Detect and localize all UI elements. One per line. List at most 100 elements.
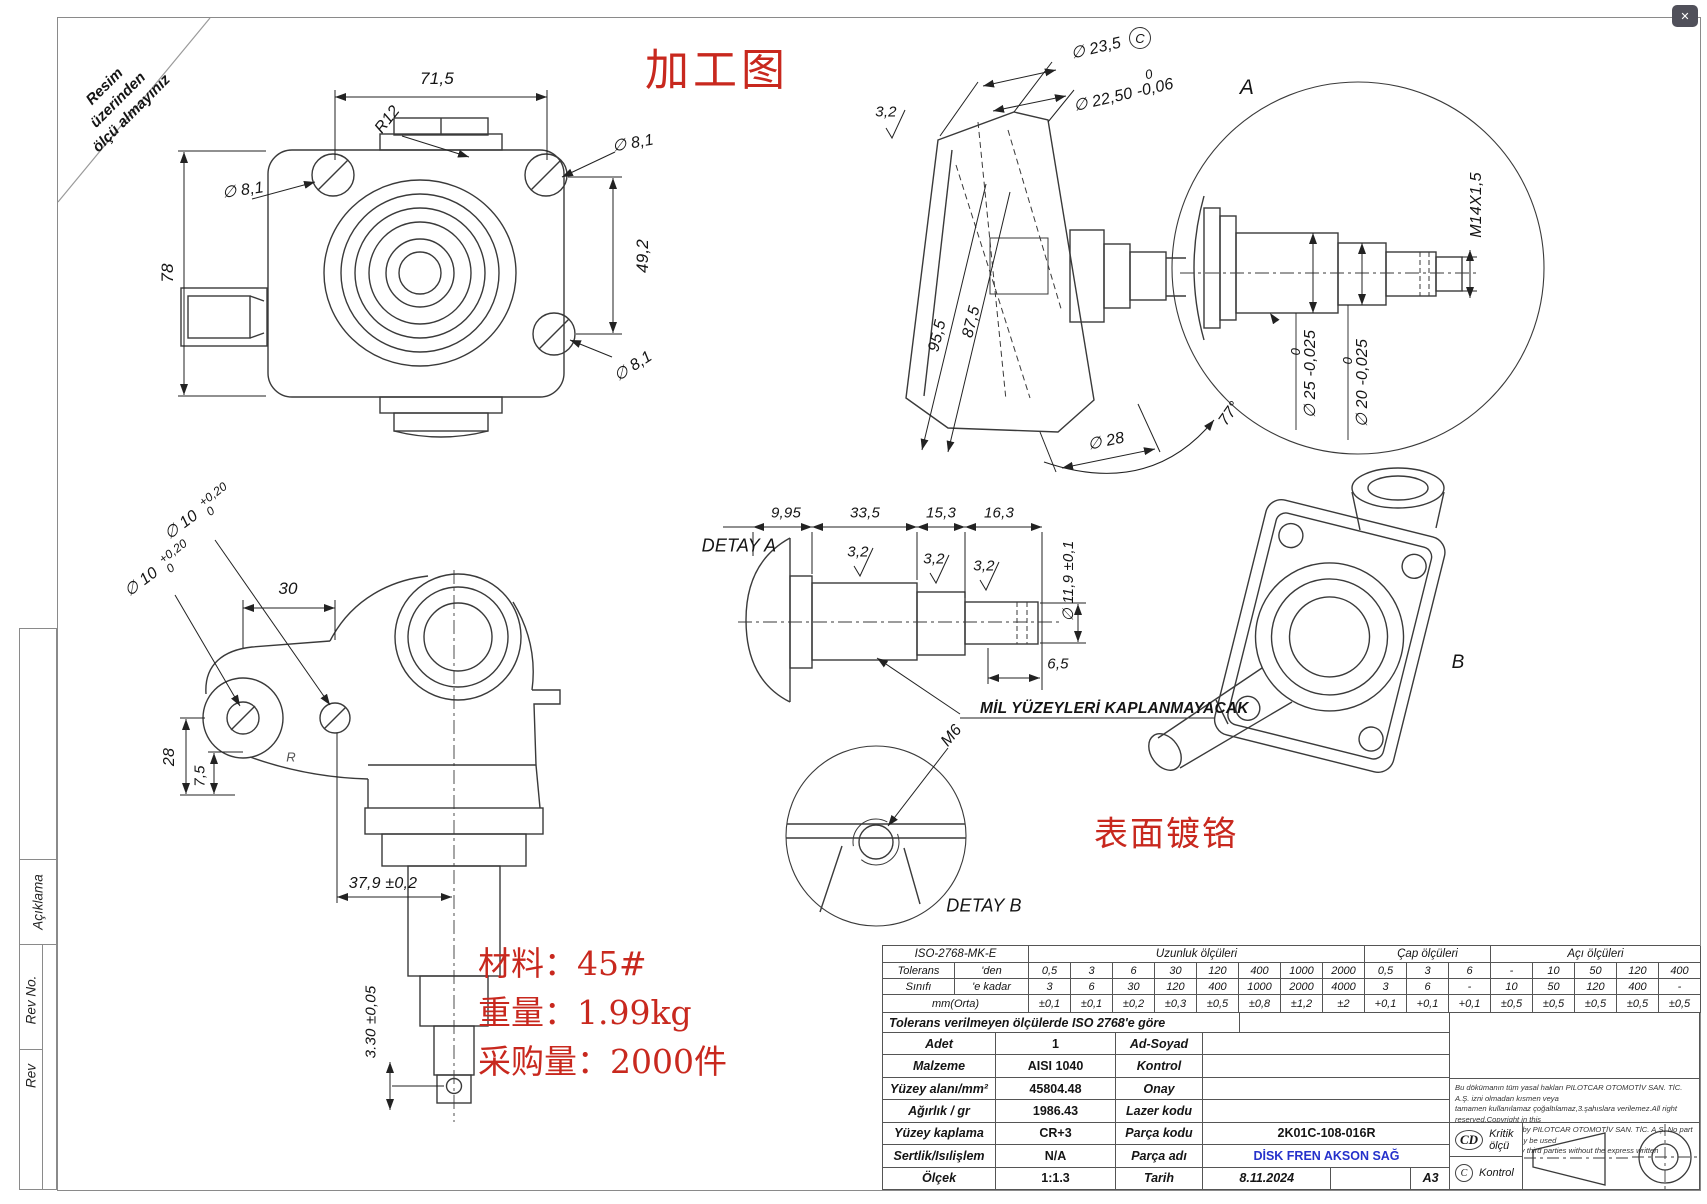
dim-9-95: 9,95 <box>771 504 801 522</box>
right-panel-empty <box>1449 1012 1700 1079</box>
side-view-drawing <box>202 570 561 1122</box>
detay-a-drawing <box>738 537 1062 703</box>
tb-label: Malzeme <box>883 1055 996 1078</box>
dim-3-30: 3.30 ±0,05 <box>362 985 380 1059</box>
page-title: 加工图 <box>645 45 789 96</box>
empty-cell <box>1330 1167 1410 1189</box>
section-view-dimensions <box>885 61 1215 474</box>
datum-c-symbol: C <box>1129 27 1151 49</box>
detay-b-dimensions <box>887 747 949 827</box>
dim-16-3: 16,3 <box>984 504 1014 522</box>
dim-15-3: 15,3 <box>926 504 956 522</box>
tb-label: Ad-Soyad <box>1116 1033 1203 1056</box>
projection-symbol-icon <box>1524 1124 1698 1190</box>
revision-strip <box>19 628 57 1190</box>
tolerance-note: Tolerans verilmeyen ölçülerde ISO 2768'e… <box>882 1012 1240 1033</box>
tb-label: Sertlik/Isılişlem <box>883 1145 996 1168</box>
detail-a-drawing <box>1171 81 1545 455</box>
finish-3-2-a: 3,2 <box>847 543 869 561</box>
finish-3-2-section: 3,2 <box>875 103 897 121</box>
date-value: 8.11.2024 <box>1239 1171 1295 1186</box>
dim-49-2: 49,2 <box>633 239 652 273</box>
dim-78: 78 <box>158 263 177 283</box>
coating-note: 表面镀铬 <box>1094 814 1238 855</box>
tb-label: Adet <box>883 1033 996 1056</box>
shaft-coating-note: MİL YÜZEYLERİ KAPLANMAYACAK <box>980 700 1249 717</box>
dim-71-5: 71,5 <box>420 69 454 88</box>
tb-label: Onay <box>1116 1077 1203 1101</box>
side-view-dimensions <box>174 539 452 1110</box>
tolerance-note-spacer <box>1239 1012 1450 1033</box>
row-label: Sınıfı <box>883 979 955 995</box>
dim-33-5: 33,5 <box>850 504 880 522</box>
detail-a-ref: A <box>1239 76 1255 99</box>
tolerance-table: ISO-2768-MK-E Uzunluk ölçüleri Çap ölçül… <box>882 945 1701 1013</box>
dim-dia-20: 0 ∅ 20 -0,025 <box>1340 338 1371 428</box>
critical-dim-icon: CD <box>1455 1129 1484 1150</box>
tb-label: Tarih <box>1116 1167 1203 1190</box>
group-angle: Açı ölçüleri <box>1491 946 1701 963</box>
weight-note: 重量：1.99kg <box>478 993 692 1032</box>
detay-b-label: DETAY B <box>946 895 1022 916</box>
title-block: Adet 1 Ad-Soyad Malzeme AISI 1040 Kontro… <box>882 1032 1451 1190</box>
legend-control: C Kontrol <box>1449 1156 1523 1190</box>
dim-dia-11-9: ∅ 11,9 ±0,1 <box>1060 540 1077 622</box>
tb-value: 45804.48 <box>996 1077 1116 1101</box>
projection-box <box>1522 1122 1700 1190</box>
tb-date-row: 8.11.2024 A3 <box>1203 1167 1451 1190</box>
purchase-qty-note: 采购量：2000件 <box>478 1042 727 1081</box>
finish-3-2-b: 3,2 <box>923 550 945 568</box>
tb-label: Parça kodu <box>1116 1122 1203 1146</box>
tb-label: Ağırlık / gr <box>883 1100 996 1123</box>
group-diameter: Çap ölçüleri <box>1365 946 1491 963</box>
detay-b-drawing <box>785 745 967 927</box>
cast-marking-r: R <box>286 749 296 765</box>
close-icon[interactable]: ✕ <box>1672 5 1698 27</box>
tb-value: 1986.43 <box>996 1100 1116 1123</box>
tb-value: AISI 1040 <box>996 1055 1116 1078</box>
tb-value <box>1203 1100 1451 1123</box>
dim-7-5: 7,5 <box>191 765 209 787</box>
tb-value: CR+3 <box>996 1122 1116 1146</box>
tolerance-standard: ISO-2768-MK-E <box>883 946 1029 963</box>
row-label: Tolerans <box>883 963 955 979</box>
control-icon: C <box>1455 1164 1473 1182</box>
detail-a-dimensions <box>1270 233 1477 440</box>
part-name: DİSK FREN AKSON SAĞ <box>1203 1145 1451 1168</box>
paper-size: A3 <box>1410 1167 1450 1189</box>
tb-value: 1 <box>996 1033 1116 1056</box>
tb-label: Yüzey kaplama <box>883 1122 996 1146</box>
dim-m14x1-5: M14X1,5 <box>1468 172 1485 238</box>
tb-value <box>1203 1033 1451 1056</box>
row-label: 'den <box>955 963 1029 979</box>
group-length: Uzunluk ölçüleri <box>1029 946 1365 963</box>
iso-view-drawing <box>1148 467 1446 773</box>
sheet-border <box>57 17 1701 1191</box>
tb-label: Kontrol <box>1116 1055 1203 1078</box>
dim-6-5: 6,5 <box>1047 655 1069 673</box>
detay-a-label: DETAY A <box>701 535 777 556</box>
tb-label: Parça adı <box>1116 1145 1203 1168</box>
part-code: 2K01C-108-016R <box>1203 1122 1451 1146</box>
tb-value <box>1203 1055 1451 1078</box>
row-label: mm(Orta) <box>883 995 1029 1013</box>
revision-cell-right <box>42 944 57 1190</box>
tb-value: 1:1.3 <box>996 1167 1116 1190</box>
tb-value <box>1203 1077 1451 1101</box>
tb-label: Lazer kodu <box>1116 1100 1203 1123</box>
label-aciklama: Açıklama <box>30 874 46 930</box>
dim-dia-25: 0 ∅ 25 -0,025 <box>1288 329 1319 419</box>
top-view-dimensions <box>178 90 622 397</box>
finish-3-2-c: 3,2 <box>973 557 995 575</box>
tb-label: Yüzey alanı/mm² <box>883 1077 996 1101</box>
dim-30: 30 <box>278 579 298 598</box>
section-view-drawing <box>905 111 1186 433</box>
tb-label: Ölçek <box>883 1167 996 1190</box>
dim-37-9: 37,9 ±0,2 <box>348 875 418 892</box>
row-label: 'e kadar <box>955 979 1029 995</box>
top-view-drawing <box>180 117 576 438</box>
revision-cell-empty <box>19 628 57 860</box>
label-rev: Rev <box>23 1063 39 1089</box>
